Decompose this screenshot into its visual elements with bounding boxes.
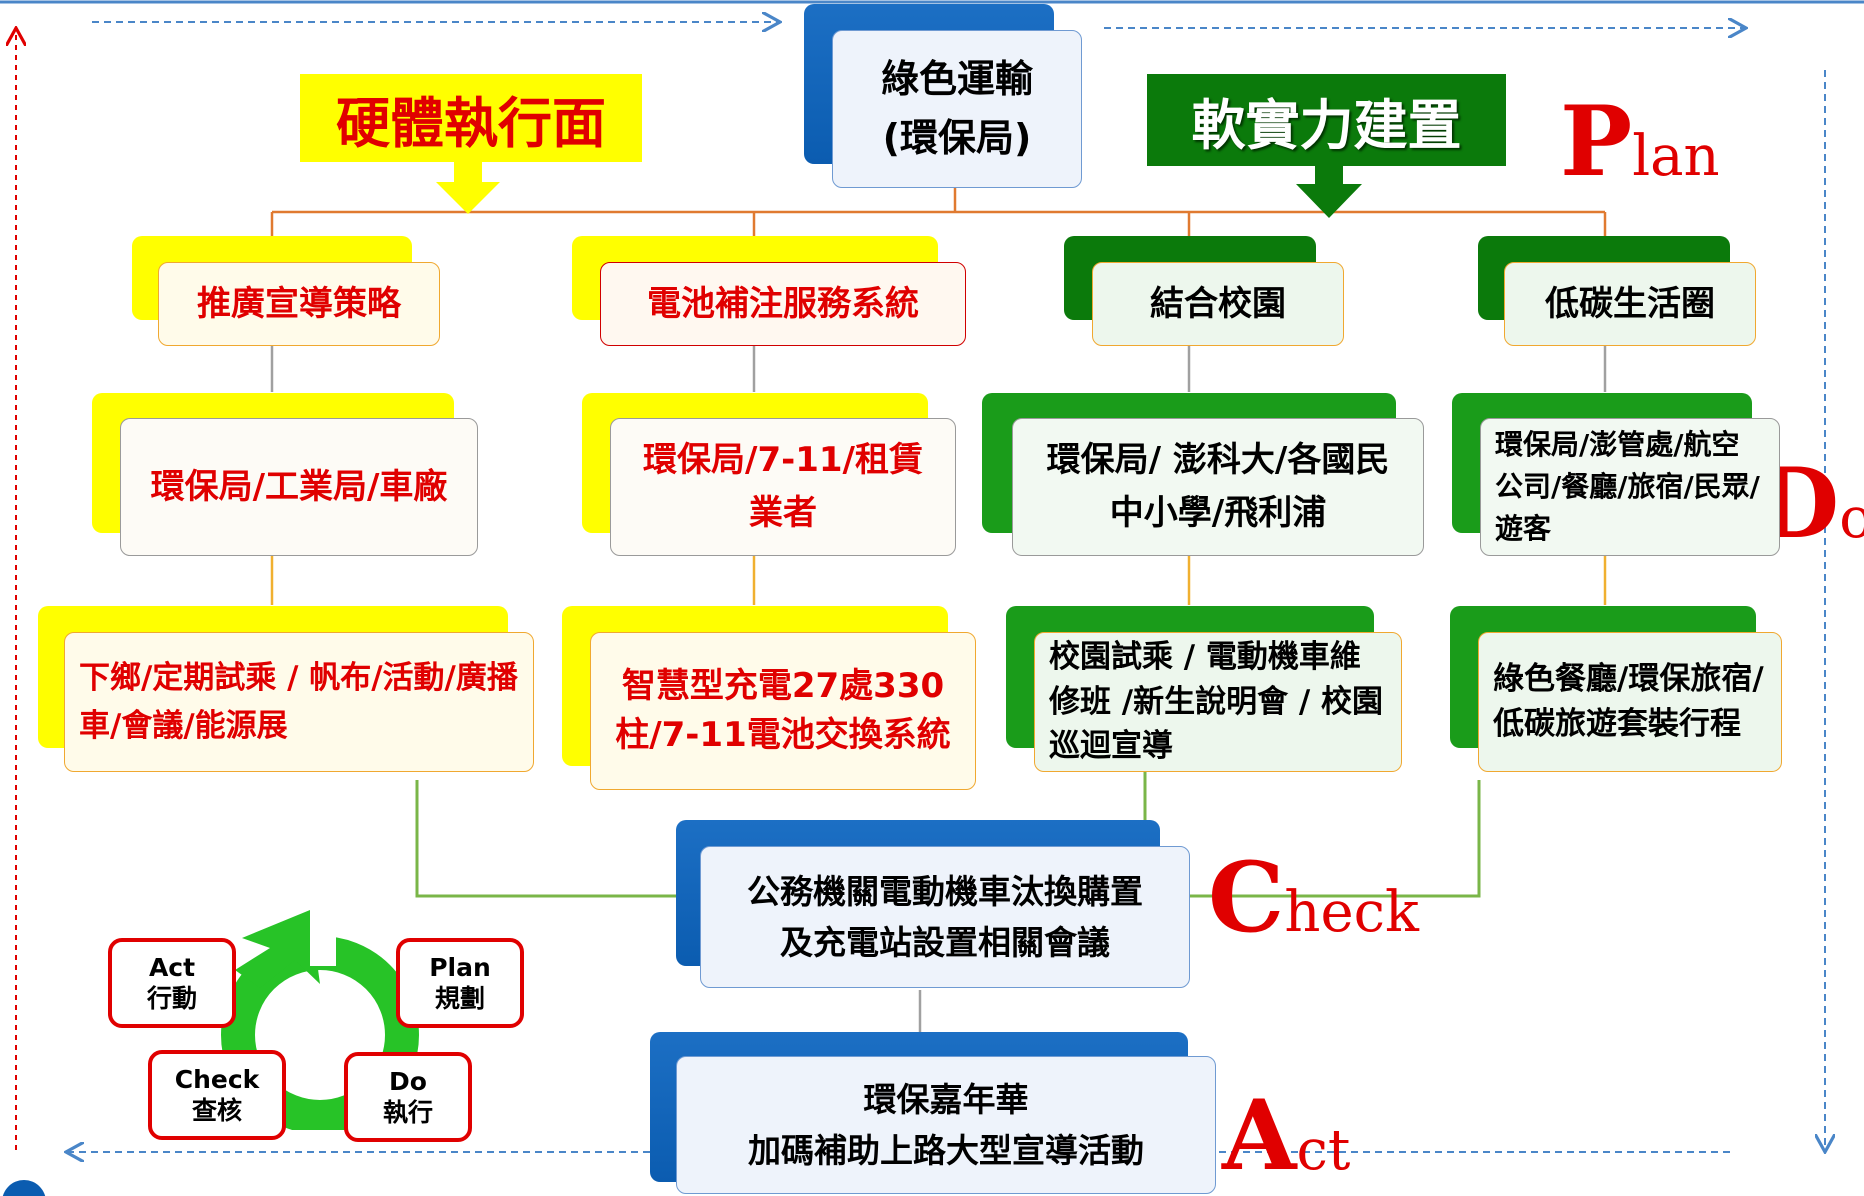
pdca-check-rest: heck [1284,880,1419,945]
hardware-label: 硬體執行面 [300,74,642,162]
pdca-plan-initial: P [1560,85,1633,198]
cycle-check-node: Check 查核 [148,1050,286,1140]
cycle-do-node: Do 執行 [344,1052,472,1142]
software-label: 軟實力建置 [1147,74,1506,166]
cycle-act-en: Act [148,952,196,982]
col2-who-box: 環保局/7-11/租賃業者 [610,418,956,556]
cycle-plan-node: Plan 規劃 [396,938,524,1028]
top-box-line1: 綠色運輸 [880,57,1033,102]
pdca-plan-label: Plan [1560,94,1720,190]
cycle-do-en: Do [389,1066,427,1096]
pdca-act-rest: ct [1296,1118,1351,1183]
top-box-line2: (環保局) [882,116,1032,160]
act-box-line1: 環保嘉年華 [863,1079,1029,1119]
cycle-check-zh: 查核 [191,1096,242,1125]
hardware-down-arrow-icon [436,160,500,214]
col3-what-box: 校園試乘 / 電動機車維修班 /新生說明會 / 校園巡迴宣導 [1034,632,1402,772]
col1-what-box: 下鄉/定期試乘 / 帆布/活動/廣播車/會議/能源展 [64,632,534,772]
col4-who-box: 環保局/澎管處/航空公司/餐廳/旅宿/民眾/遊客 [1480,418,1780,556]
pdca-plan-rest: lan [1632,124,1720,189]
cycle-plan-zh: 規劃 [434,984,485,1013]
col2-title-box: 電池補注服務系統 [600,262,966,346]
check-box-line1: 公務機關電動機車汰換購置 [747,871,1143,911]
pdca-check-initial: C [1208,841,1285,954]
act-box: 環保嘉年華 加碼補助上路大型宣導活動 [676,1056,1216,1194]
cycle-act-zh: 行動 [146,984,197,1013]
cycle-act-node: Act 行動 [108,938,236,1028]
col4-what-box: 綠色餐廳/環保旅宿/低碳旅遊套裝行程 [1478,632,1782,772]
pdca-act-initial: A [1222,1079,1297,1192]
col3-title-box: 結合校園 [1092,262,1344,346]
col2-what-box: 智慧型充電27處330柱/7-11電池交換系統 [590,632,976,790]
act-box-line2: 加碼補助上路大型宣導活動 [748,1131,1144,1170]
cycle-do-zh: 執行 [382,1098,433,1127]
corner-logo-icon [2,1180,46,1196]
col1-title-box: 推廣宣導策略 [158,262,440,346]
software-down-arrow-icon [1296,164,1362,218]
check-box-line2: 及充電站設置相關會議 [780,923,1110,962]
pdca-act-label: Act [1222,1088,1350,1184]
col1-who-box: 環保局/工業局/車廠 [120,418,478,556]
col3-who-box: 環保局/ 澎科大/各國民中小學/飛利浦 [1012,418,1424,556]
top-box: 綠色運輸 (環保局) [832,30,1082,188]
check-box: 公務機關電動機車汰換購置 及充電站設置相關會議 [700,846,1190,988]
pdca-check-label: Check [1208,850,1419,946]
col4-title-box: 低碳生活圈 [1504,262,1756,346]
cycle-check-en: Check [174,1064,260,1094]
cycle-plan-en: Plan [429,952,491,982]
cycle-gap-icon [310,896,336,966]
pdca-do-rest: o [1839,486,1864,551]
